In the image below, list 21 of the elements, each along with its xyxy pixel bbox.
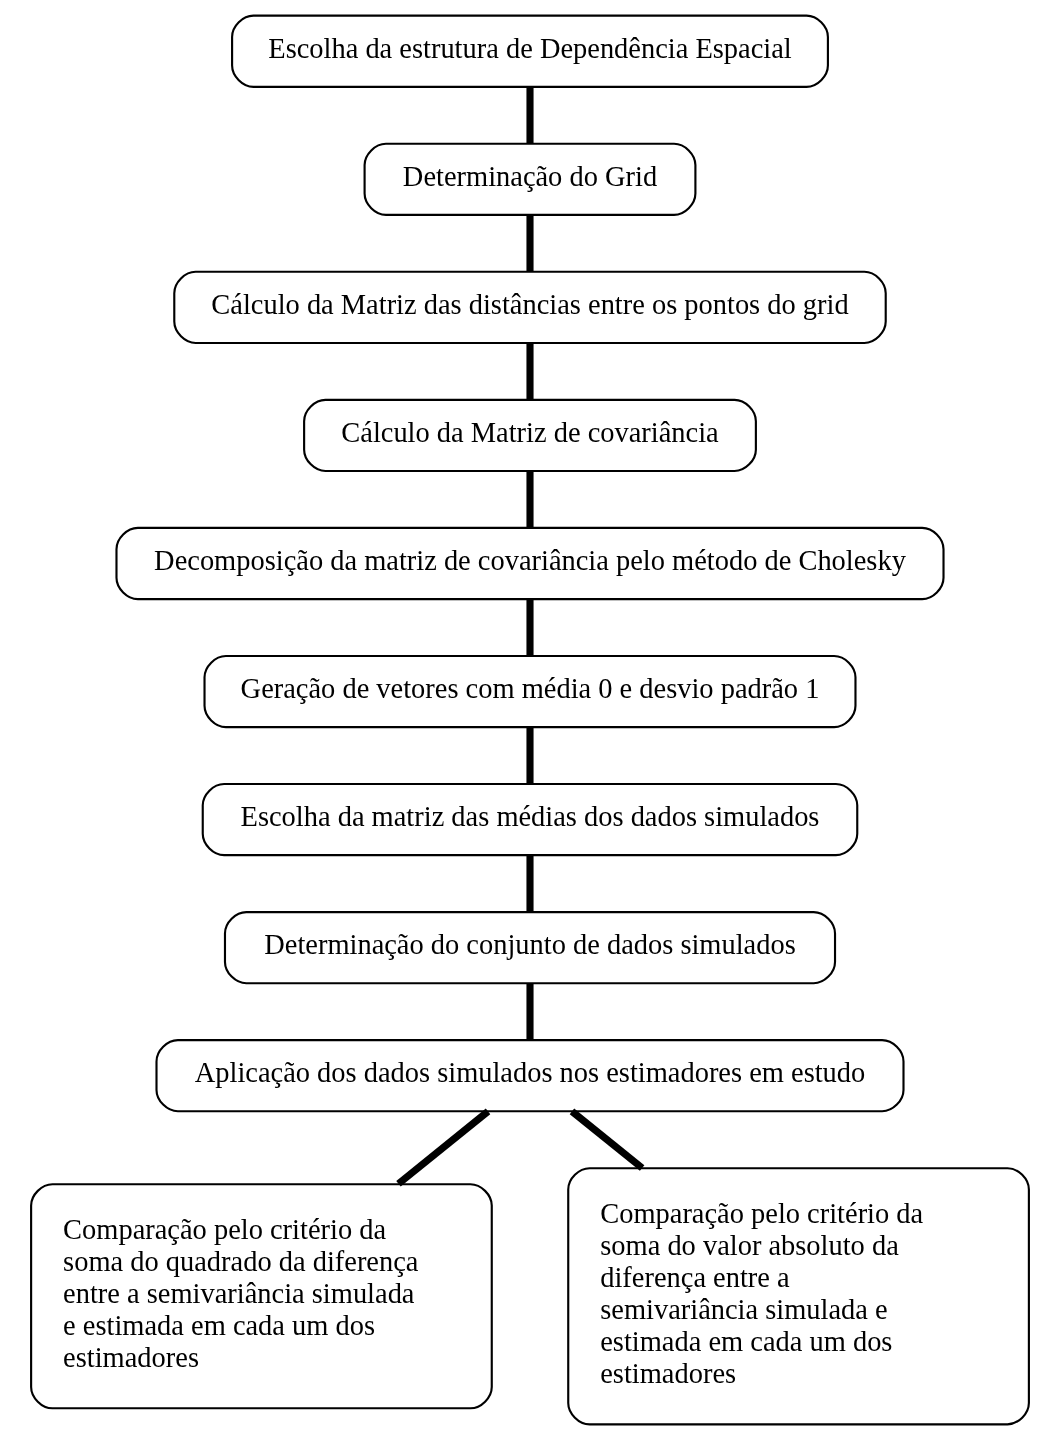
connector [526,727,534,784]
connector [526,471,534,528]
node-box: Cálculo da Matriz das distâncias entre os pontos do grid [173,270,887,344]
node-box: Geração de vetores com média 0 e desvio padrão 1 [203,654,857,729]
connector [526,215,534,272]
node-box: Cálculo da Matriz de covariância [303,398,757,473]
connector [526,87,534,144]
node-box: Escolha da estrutura de Dependência Espacial [231,14,829,88]
node-box: Aplicação dos dados simulados nos estimadores em estudo [155,1039,905,1113]
node-box: Determinação do conjunto de dados simulados [223,911,837,985]
connector [526,983,534,1040]
node-box: Comparação pelo critério da soma do quadrado da diferença entre a semivariância simulada e estimada em cada um dos estimadores [30,1183,493,1410]
node-box: Decomposição da matriz de covariância pelo método de Cholesky [115,526,945,601]
node-box: Determinação do Grid [363,142,697,216]
connector [569,1108,645,1171]
node-box: Escolha da matriz das médias dos dados simulados [201,782,859,857]
node-box: Comparação pelo critério da soma do valor absoluto da diferença entre a semivariância simulada e estimada em cada um dos estimadores [567,1167,1030,1426]
connector [526,855,534,912]
connector [526,343,534,400]
connector [396,1108,491,1187]
connector [526,599,534,656]
